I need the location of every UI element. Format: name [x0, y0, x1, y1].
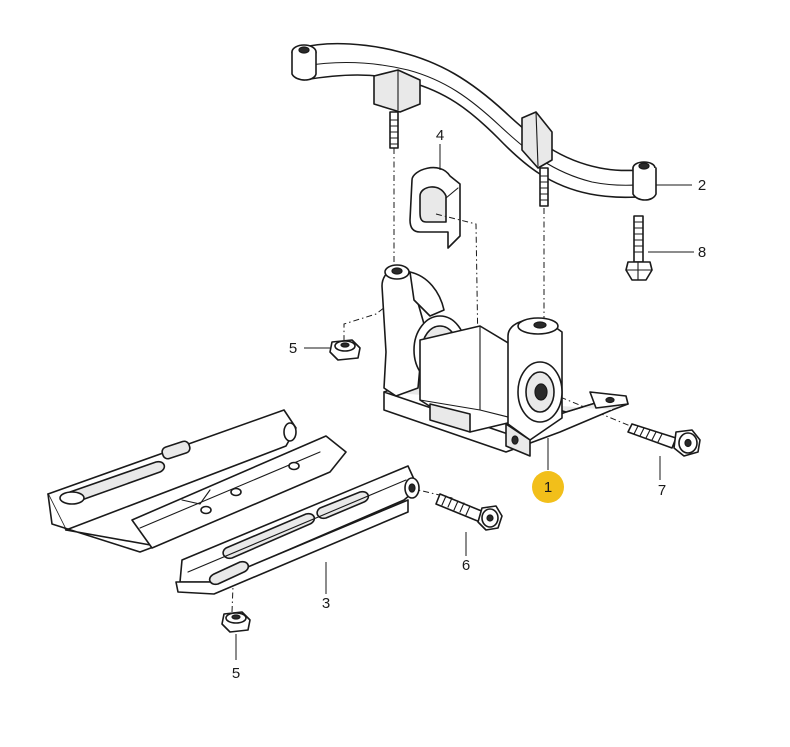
callout-7-label[interactable]: 7: [658, 482, 666, 499]
crossmember-bracket-part-2: [291, 42, 657, 207]
callout-1-label[interactable]: 1: [544, 479, 552, 496]
leader-lines: [235, 144, 694, 660]
callout-5-label-lower[interactable]: 5: [232, 665, 240, 682]
mount-insert-part-4: [409, 166, 461, 249]
callout-6-label[interactable]: 6: [462, 557, 470, 574]
stud-left: [389, 111, 399, 149]
nut-part-5-lower: [221, 611, 251, 633]
stud-right: [539, 167, 549, 207]
bolt-part-6: [435, 493, 503, 531]
callout-1-highlight[interactable]: [532, 471, 564, 503]
underbody-plate-part-3: [47, 409, 420, 595]
bolt-part-8: [625, 215, 653, 281]
nut-part-5-upper: [329, 339, 361, 361]
callouts: 1 2 3 4 5 5 6 7 8: [232, 127, 706, 682]
bolt-part-7: [627, 423, 701, 457]
callout-3-label[interactable]: 3: [322, 595, 330, 612]
callout-2-label[interactable]: 2: [698, 177, 706, 194]
engine-mount-part-1: [381, 264, 629, 457]
callout-5-label-upper[interactable]: 5: [289, 340, 297, 357]
callout-4-label[interactable]: 4: [436, 127, 444, 144]
callout-8-label[interactable]: 8: [698, 244, 706, 261]
